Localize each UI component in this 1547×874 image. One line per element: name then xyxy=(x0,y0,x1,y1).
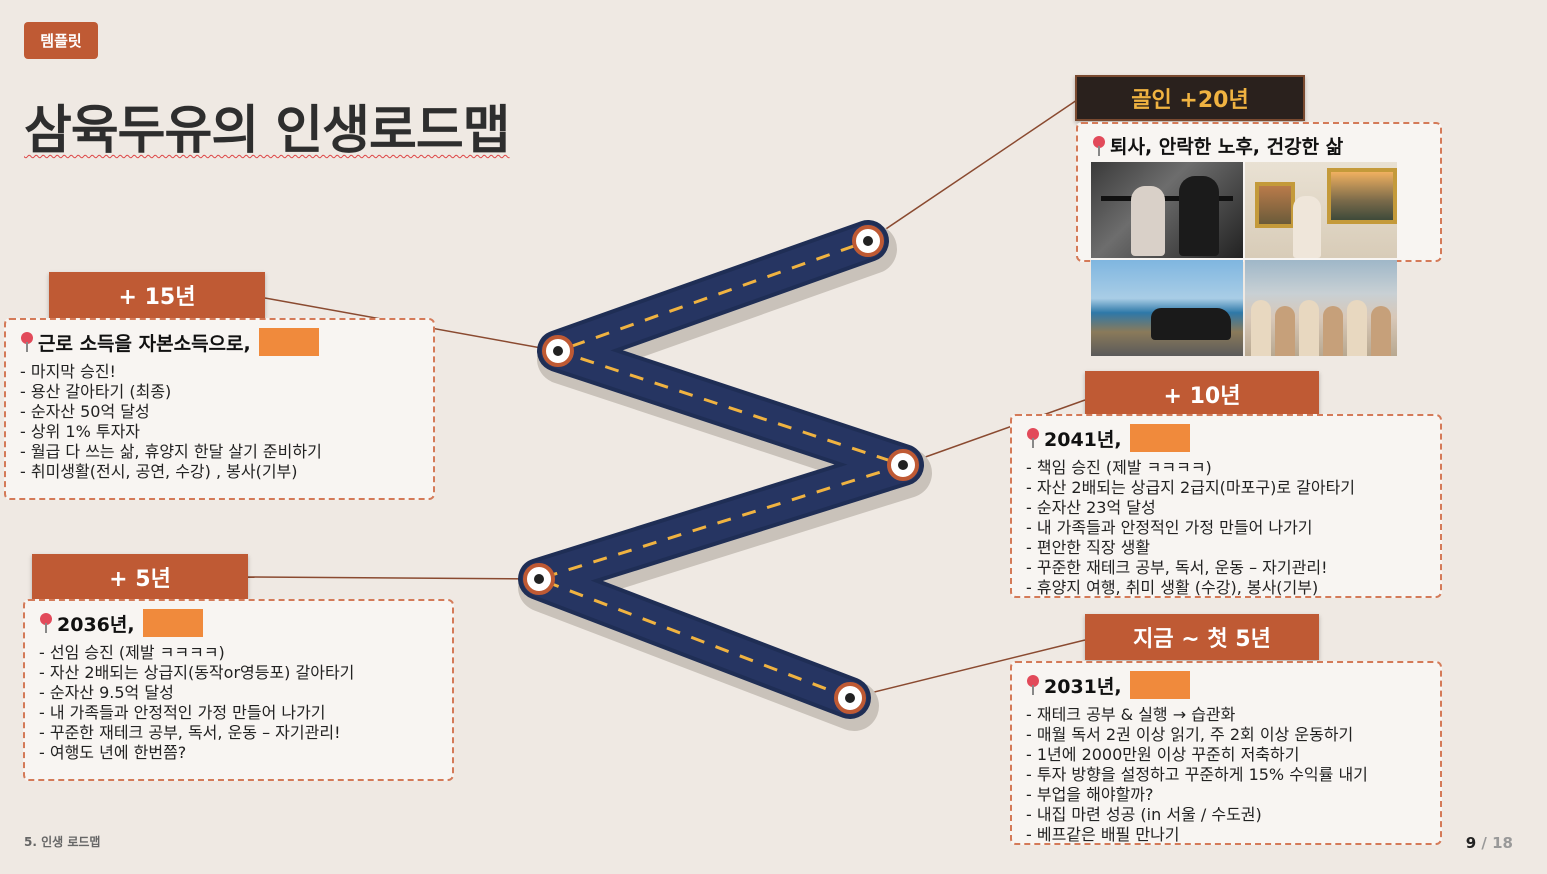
footer-section: 5. 인생 로드맵 xyxy=(24,835,101,849)
card-15-heading: 근로 소득을 자본소득으로, xyxy=(20,328,419,356)
card-5-list: - 선임 승진 (제발 ㅋㅋㅋㅋ) - 자산 2배되는 상급지(동작or영등포)… xyxy=(39,643,438,763)
list-item: - 내 가족들과 안정적인 가정 만들어 나가기 xyxy=(1026,518,1313,537)
redaction-box xyxy=(142,609,203,637)
card-goal-heading: 퇴사, 안락한 노후, 건강한 삶 xyxy=(1092,132,1426,159)
list-item: - 투자 방향을 설정하고 꾸준하게 15% 수익률 내기 xyxy=(1026,765,1368,784)
pin-icon xyxy=(20,332,34,352)
label-goal: 골인 +20년 xyxy=(1075,75,1305,121)
marker-15 xyxy=(542,335,574,367)
connector-now xyxy=(849,639,1086,699)
list-item: - 1년에 2000만원 이상 꾸준히 저축하기 xyxy=(1026,745,1300,764)
gallery-photo xyxy=(1245,162,1397,258)
card-10: 2041년, - 책임 승진 (제발 ㅋㅋㅋㅋ) - 자산 2배되는 상급지 2… xyxy=(1010,414,1442,598)
card-10-heading: 2041년, xyxy=(1026,424,1426,452)
list-item: - 자산 2배되는 상급지(동작or영등포) 갈아타기 xyxy=(39,663,355,682)
card-5: 2036년, - 선임 승진 (제발 ㅋㅋㅋㅋ) - 자산 2배되는 상급지(동… xyxy=(23,599,454,781)
card-15-list: - 마지막 승진! - 용산 갈아타기 (최종) - 순자산 50억 달성 - … xyxy=(20,362,419,482)
list-item: - 순자산 9.5억 달성 xyxy=(39,683,174,702)
card-15: 근로 소득을 자본소득으로, - 마지막 승진! - 용산 갈아타기 (최종) … xyxy=(4,318,435,500)
connector-5 xyxy=(247,576,540,580)
redaction-box xyxy=(1129,424,1190,452)
goal-photos xyxy=(1091,162,1397,356)
list-item: - 내 가족들과 안정적인 가정 만들어 나가기 xyxy=(39,703,326,722)
list-item: - 상위 1% 투자자 xyxy=(20,422,141,441)
redaction-box xyxy=(258,328,319,356)
list-item: - 마지막 승진! xyxy=(20,362,116,381)
list-item: - 부업을 해야할까? xyxy=(1026,785,1154,804)
list-item: - 선임 승진 (제발 ㅋㅋㅋㅋ) xyxy=(39,643,225,662)
page-title: 삼육두유의 인생로드맵 xyxy=(24,101,511,161)
label-5: + 5년 xyxy=(32,554,248,600)
list-item: - 책임 승진 (제발 ㅋㅋㅋㅋ) xyxy=(1026,458,1212,477)
card-5-heading: 2036년, xyxy=(39,609,438,637)
marker-goal xyxy=(852,225,884,257)
card-now: 2031년, - 재테크 공부 & 실행 → 습관화 - 매월 독서 2권 이상… xyxy=(1010,661,1442,845)
connector-10 xyxy=(902,399,1086,466)
card-now-list: - 재테크 공부 & 실행 → 습관화 - 매월 독서 2권 이상 읽기, 주 … xyxy=(1026,705,1426,845)
label-10: + 10년 xyxy=(1085,371,1319,417)
page-total: 18 xyxy=(1492,834,1513,852)
family-photo xyxy=(1245,260,1397,356)
marker-5 xyxy=(523,563,555,595)
list-item: - 월급 다 쓰는 삶, 휴양지 한달 살기 준비하기 xyxy=(20,442,322,461)
redaction-box xyxy=(1129,671,1190,699)
template-tag: 템플릿 xyxy=(24,22,98,59)
list-item: - 베프같은 배필 만나기 xyxy=(1026,825,1180,844)
list-item: - 편안한 직장 생활 xyxy=(1026,538,1151,557)
list-item: - 순자산 50억 달성 xyxy=(20,402,150,421)
pin-icon xyxy=(1026,428,1040,448)
list-item: - 휴양지 여행, 취미 생활 (수강), 봉사(기부) xyxy=(1026,578,1319,597)
list-item: - 자산 2배되는 상급지 2급지(마포구)로 갈아타기 xyxy=(1026,478,1356,497)
marker-10 xyxy=(887,449,919,481)
pin-icon xyxy=(1092,135,1106,156)
list-item: - 꾸준한 재테크 공부, 독서, 운동 – 자기관리! xyxy=(1026,558,1328,577)
list-item: - 순자산 23억 달성 xyxy=(1026,498,1156,517)
list-item: - 내집 마련 성공 (in 서울 / 수도권) xyxy=(1026,805,1262,824)
label-15: + 15년 xyxy=(49,272,265,318)
gym-photo xyxy=(1091,162,1243,258)
connector-goal xyxy=(867,99,1078,242)
list-item: - 여행도 년에 한번쯤? xyxy=(39,743,187,762)
pin-icon xyxy=(39,613,53,633)
page-separator: / xyxy=(1481,834,1487,852)
list-item: - 재테크 공부 & 실행 → 습관화 xyxy=(1026,705,1236,724)
list-item: - 매월 독서 2권 이상 읽기, 주 2회 이상 운동하기 xyxy=(1026,725,1354,744)
pin-icon xyxy=(1026,675,1040,695)
label-now: 지금 ~ 첫 5년 xyxy=(1085,614,1319,660)
card-10-list: - 책임 승진 (제발 ㅋㅋㅋㅋ) - 자산 2배되는 상급지 2급지(마포구)… xyxy=(1026,458,1426,598)
card-now-heading: 2031년, xyxy=(1026,671,1426,699)
marker-now xyxy=(834,682,866,714)
list-item: - 꾸준한 재테크 공부, 독서, 운동 – 자기관리! xyxy=(39,723,341,742)
list-item: - 용산 갈아타기 (최종) xyxy=(20,382,172,401)
coastal-drive-photo xyxy=(1091,260,1243,356)
page-current: 9 xyxy=(1465,834,1477,852)
list-item: - 취미생활(전시, 공연, 수강) , 봉사(기부) xyxy=(20,462,298,481)
page-number: 9 / 18 xyxy=(1466,834,1513,852)
